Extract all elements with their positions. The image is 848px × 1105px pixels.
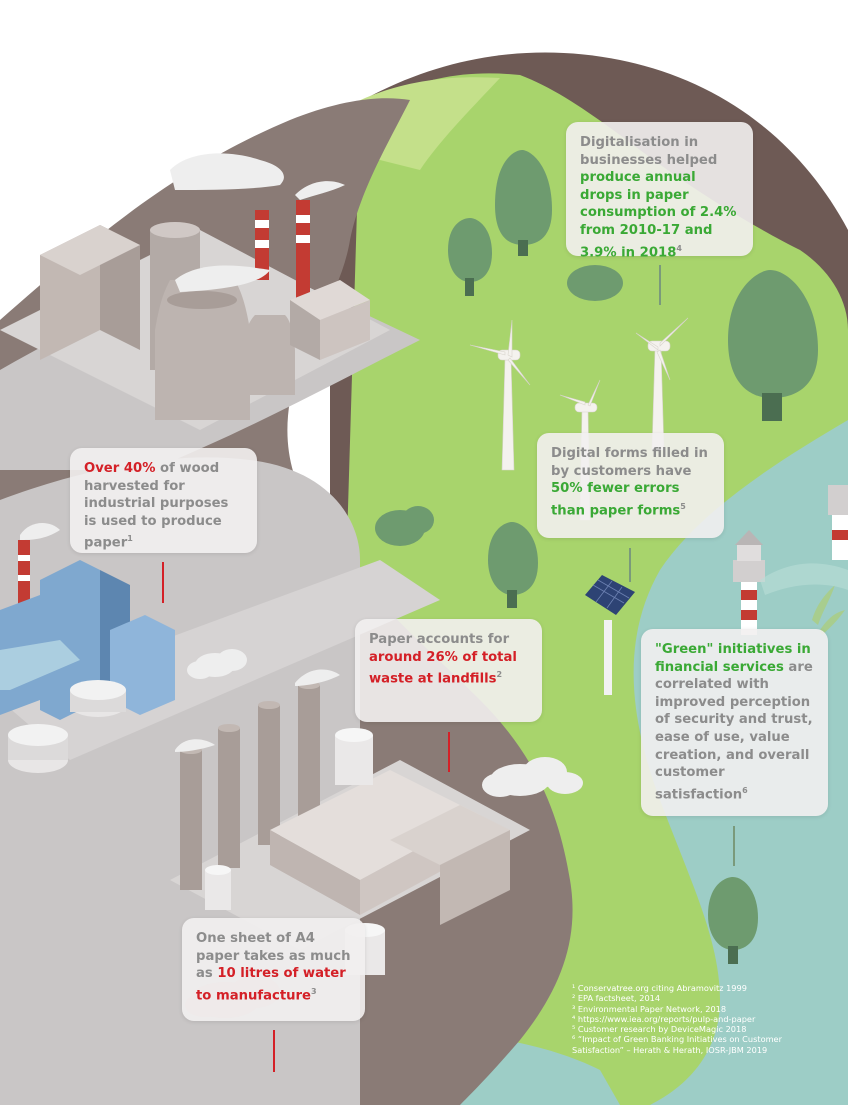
footnote-1: ¹ Conservatree.org citing Abramovitz 199… xyxy=(572,983,747,993)
callout-highlight: 50% fewer errors than paper forms xyxy=(551,481,681,519)
footnote-ref: 1 xyxy=(127,534,133,544)
footnotes: ¹ Conservatree.org citing Abramovitz 199… xyxy=(572,983,842,1055)
left-factory xyxy=(0,523,175,773)
footnote-ref: 4 xyxy=(676,243,682,253)
tree xyxy=(448,150,818,964)
seaweed xyxy=(812,585,845,635)
footnote-6: ⁶ “Impact of Green Banking Initiatives o… xyxy=(572,1034,782,1045)
callout-highlight: "Green" initiatives in financial service… xyxy=(655,642,811,675)
cloud-medium xyxy=(482,757,583,797)
footnote-3: ³ Environmental Paper Network, 2018 xyxy=(572,1003,727,1014)
callout-text: are correlated with improved perception … xyxy=(655,659,813,803)
callout-text: Paper accounts for xyxy=(369,632,510,647)
callout-highlight: Over 40% xyxy=(84,461,156,476)
bush xyxy=(375,265,623,546)
callout-landfill: Paper accounts for around 26% of total w… xyxy=(355,619,542,722)
footnote-4: ⁴ https://www.iea.org/reports/pulp-and-p… xyxy=(572,1013,756,1024)
footnote-2: ² EPA factsheet, 2014 xyxy=(572,993,661,1004)
callout-digitalisation: Digitalisation in businesses helped prod… xyxy=(566,122,753,260)
callout-digital-forms: Digital forms filled in by customers hav… xyxy=(537,433,724,538)
callout-text: Digitalisation in businesses helped xyxy=(580,135,718,168)
top-factory xyxy=(40,153,370,420)
footnote-ref: 3 xyxy=(310,986,317,996)
callout-highlight: 10 litres of water to manufacture xyxy=(196,966,346,1004)
footnote-ref: 2 xyxy=(496,670,503,680)
footnote-ref: 5 xyxy=(680,501,686,511)
callout-text: One sheet of A4 paper takes as much as xyxy=(196,931,351,982)
footnote-5: ⁵ Customer research by DeviceMagic 2018 xyxy=(572,1024,747,1035)
footnote-6-continued: Satisfaction” – Herath & Herath, IOSR-JB… xyxy=(572,1044,768,1055)
solar-panel xyxy=(585,575,635,695)
lighthouse xyxy=(733,485,848,635)
cloud-small xyxy=(187,649,247,679)
callout-text: of wood harvested for industrial purpose… xyxy=(84,461,229,551)
callout-a4-water: One sheet of A4 paper takes as much as 1… xyxy=(182,918,365,1021)
footnote-ref: 6 xyxy=(742,785,748,795)
callout-leaders xyxy=(162,265,735,1072)
callout-highlight: produce annual drops in paper consumptio… xyxy=(580,170,737,260)
callout-highlight: around 26% of total waste at landfills xyxy=(369,649,517,687)
callout-green-initiatives: "Green" initiatives in financial service… xyxy=(641,629,828,816)
callout-text: Digital forms filled in by customers hav… xyxy=(551,446,708,479)
bottom-factory xyxy=(175,669,510,975)
callout-wood: Over 40% of wood harvested for industria… xyxy=(70,448,257,553)
